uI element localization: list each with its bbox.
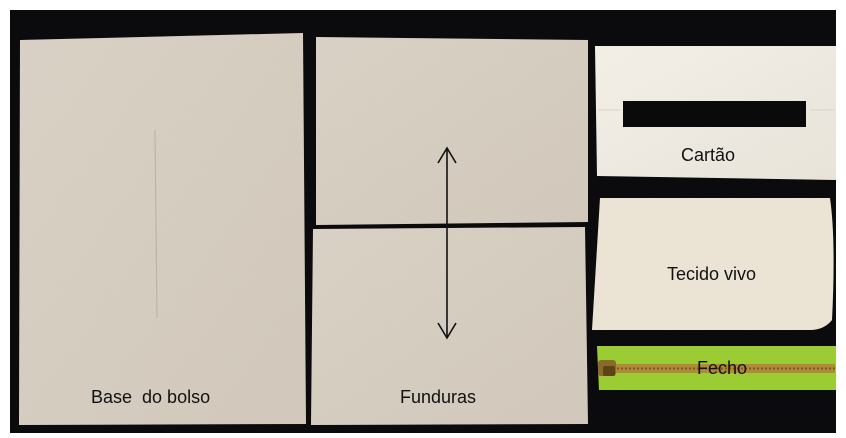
funduras-bottom-fabric [311,227,588,425]
label-fecho: Fecho [697,358,748,378]
label-cartao: Cartão [681,145,736,165]
double-arrow-icon [437,146,457,340]
label-funduras: Funduras [400,387,477,407]
fecho-zipper [597,346,836,390]
base-do-bolso-fabric [19,33,306,425]
label-tecido-vivo: Tecido vivo [667,264,757,284]
tecido-vivo-fabric [592,198,834,330]
funduras-top-fabric [316,37,588,225]
cartao-card [595,46,836,180]
label-base-do-bolso: Base do bolso [91,387,211,407]
